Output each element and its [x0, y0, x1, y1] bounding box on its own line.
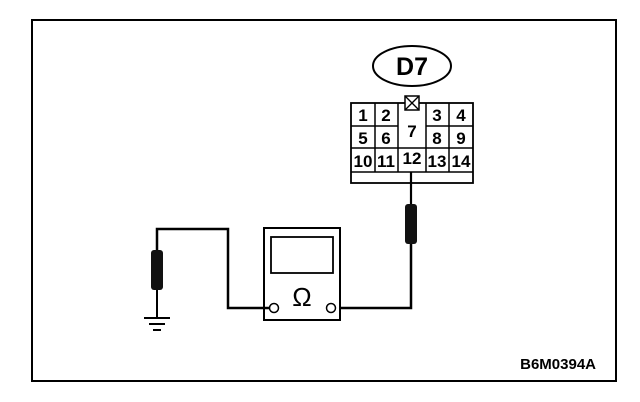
- pin-4: 4: [456, 106, 466, 125]
- pin-13: 13: [428, 152, 447, 171]
- meter-terminal-right: [325, 302, 337, 314]
- connector-body: [350, 102, 474, 184]
- pin-5: 5: [358, 129, 367, 148]
- probe-tip-icon: [405, 204, 417, 244]
- ohmmeter: Ω: [263, 227, 341, 321]
- pin-7: 7: [407, 122, 416, 141]
- pin-11: 11: [377, 152, 395, 171]
- meter-display: [270, 236, 334, 274]
- pin-8: 8: [432, 129, 441, 148]
- figure-frame: [31, 19, 617, 382]
- connector-d7: 1 2 3 4 5 6 7 8 9 10 11 12 13 14: [350, 95, 474, 184]
- ground-icon: [144, 317, 170, 331]
- pin-3: 3: [432, 106, 441, 125]
- pin-9: 9: [456, 129, 465, 148]
- pin-2: 2: [381, 106, 390, 125]
- pin-12: 12: [403, 149, 422, 168]
- connector-label-oval: [372, 45, 452, 87]
- pin-6: 6: [381, 129, 390, 148]
- figure-code: B6M0394A: [520, 356, 596, 373]
- pin-1: 1: [358, 106, 367, 125]
- connector-name: D7: [396, 53, 428, 81]
- pin-14: 14: [452, 152, 471, 171]
- ohm-symbol: Ω: [292, 282, 311, 312]
- ground-probe-icon: [151, 250, 163, 290]
- meter-terminal-left: [268, 302, 280, 314]
- probe-lead-ground: [151, 227, 269, 318]
- pin-10: 10: [354, 152, 373, 171]
- connector-label: D7: [372, 45, 452, 87]
- probe-lead-connector: [336, 172, 417, 310]
